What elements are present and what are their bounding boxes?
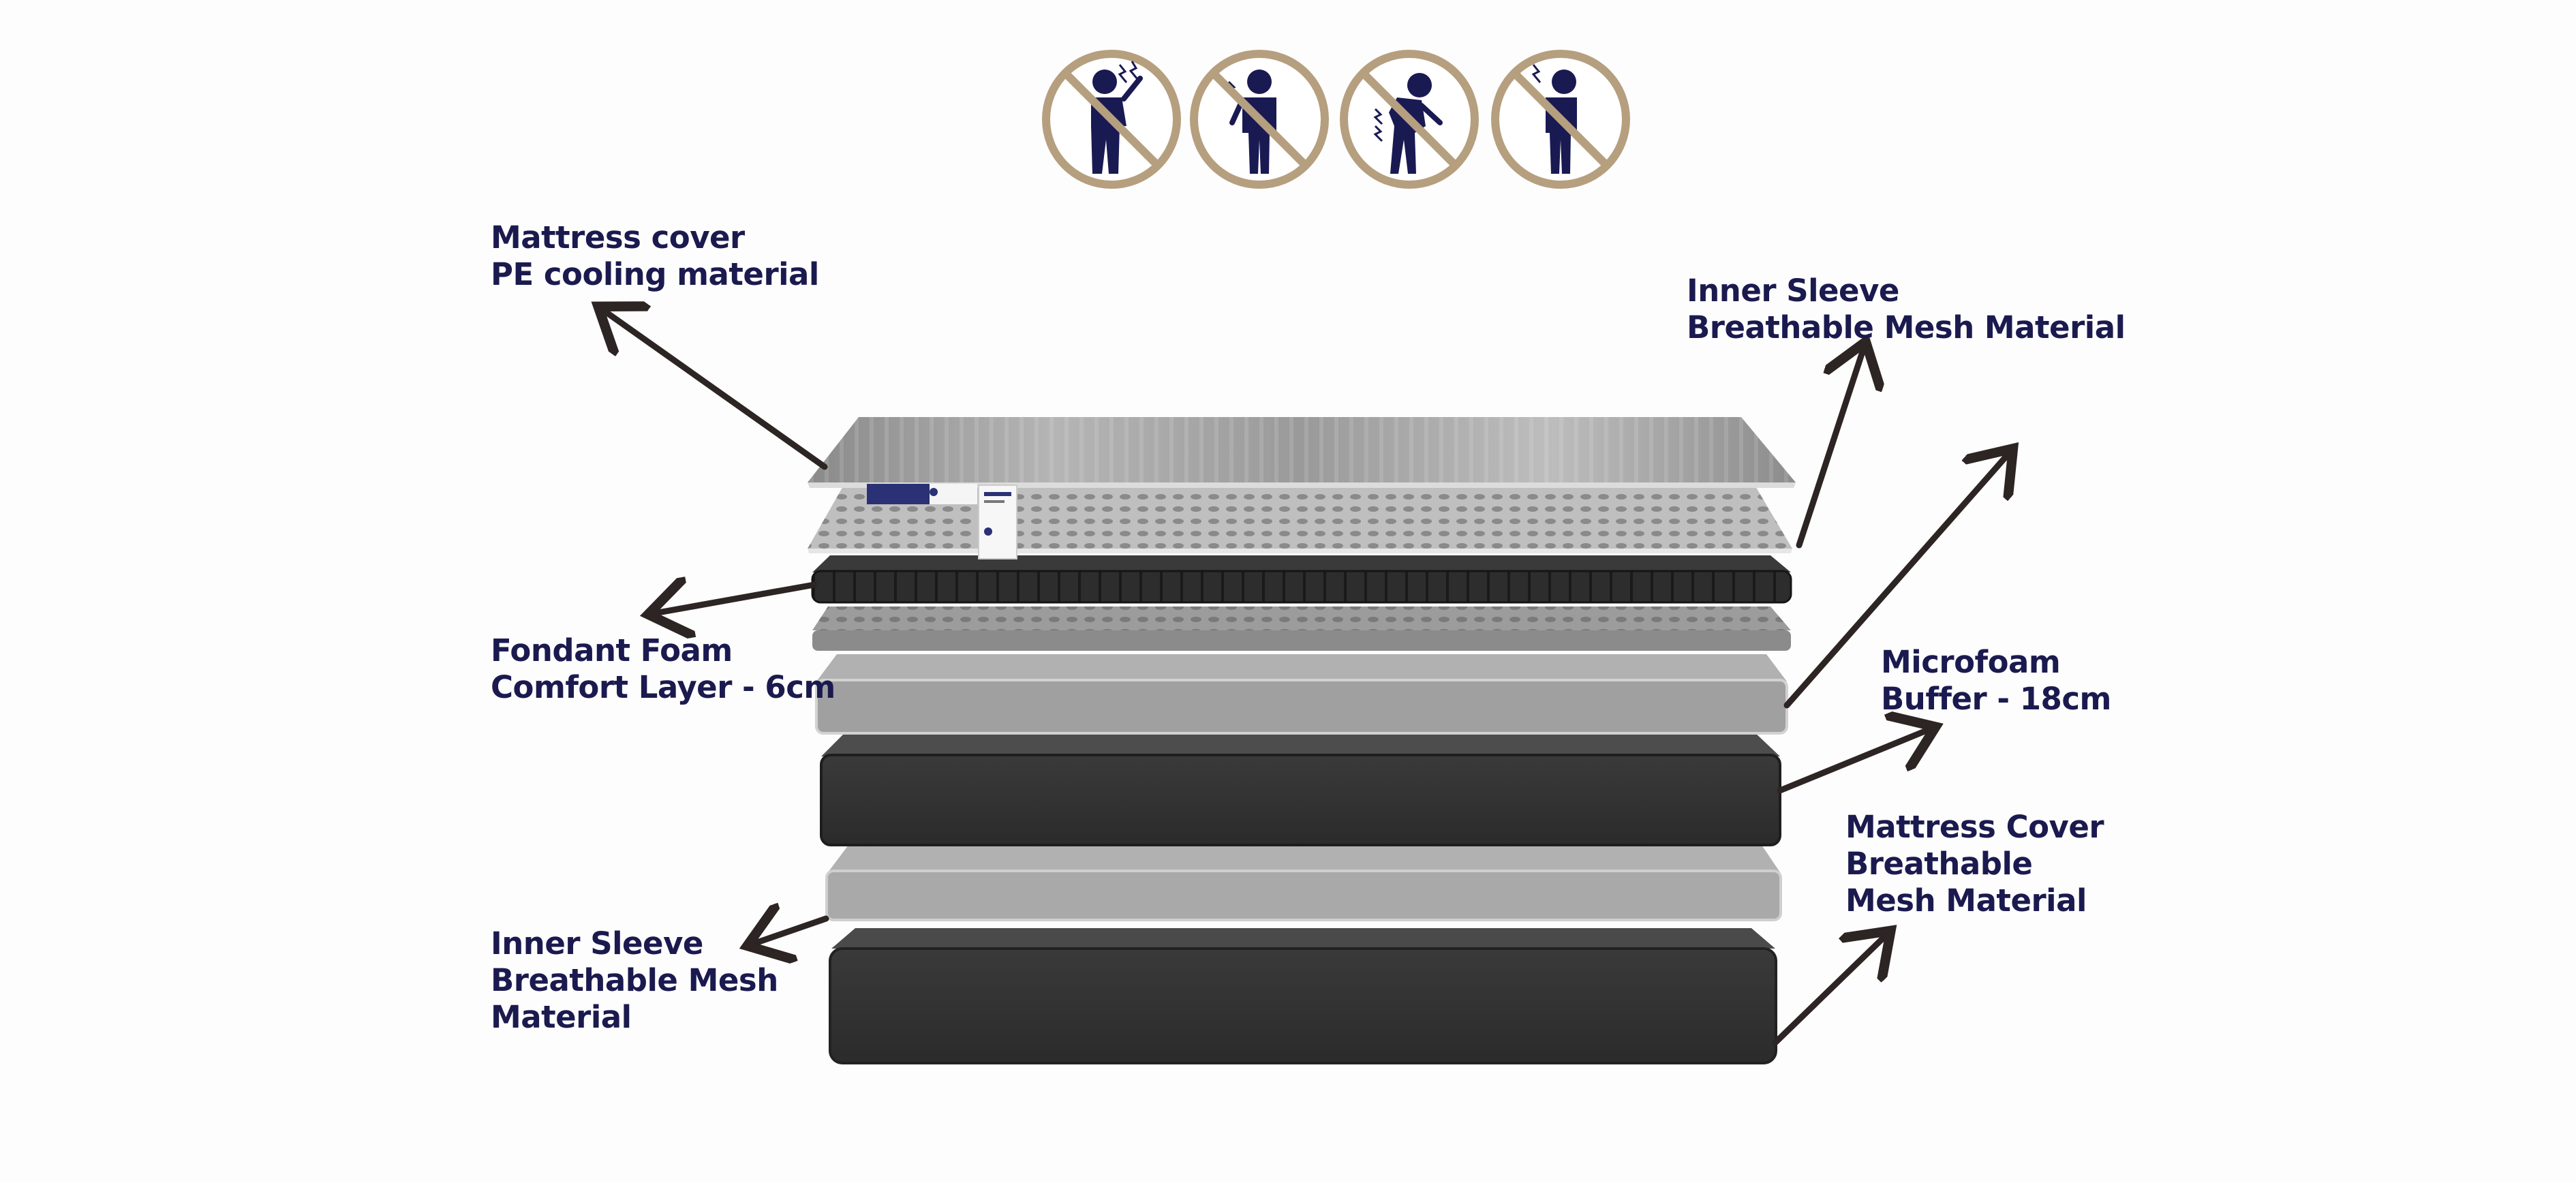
top-cooling-cover-layer: [808, 417, 1796, 488]
microfoam-buffer-layer: [820, 733, 1781, 846]
perforated-layer: [812, 606, 1791, 651]
inner-sleeve-bottom-layer: [825, 845, 1782, 921]
arrow-upper-right: [1783, 453, 2009, 709]
no-back-pain-icon: [1340, 50, 1479, 189]
label-fondant-foam: Fondant Foam Comfort Layer - 6cm: [491, 632, 835, 705]
brand-tag: [867, 484, 1017, 559]
label-mattress-cover-mesh: Mattress Cover Breathable Mesh Material: [1845, 809, 2104, 919]
arrow-top-right: [1796, 348, 1864, 549]
fondant-foam-layer: [811, 555, 1792, 604]
arrow-top-left: [603, 310, 828, 470]
inner-sleeve-upper-layer: [815, 654, 1788, 735]
outer-cover-layer: [829, 928, 1777, 1064]
label-microfoam-buffer: Microfoam Buffer - 18cm: [1881, 644, 2111, 717]
label-inner-sleeve-bottom: Inner Sleeve Breathable Mesh Material: [491, 925, 778, 1035]
arrows: [603, 310, 2009, 1046]
perforated-sheet-layer: [808, 485, 1792, 553]
arrow-mid-left: [654, 585, 818, 613]
label-mattress-cover-cooling: Mattress cover PE cooling material: [491, 219, 819, 292]
arrow-bottom-left: [753, 919, 829, 944]
label-inner-sleeve-top: Inner Sleeve Breathable Mesh Material: [1687, 273, 2126, 345]
no-shoulder-pain-icon: [1190, 50, 1329, 189]
no-chest-pain-icon: [1491, 50, 1630, 189]
arrow-bottom-right: [1772, 935, 1886, 1046]
no-neck-pain-icon: [1042, 50, 1181, 189]
arrow-mid-right: [1777, 729, 1930, 794]
